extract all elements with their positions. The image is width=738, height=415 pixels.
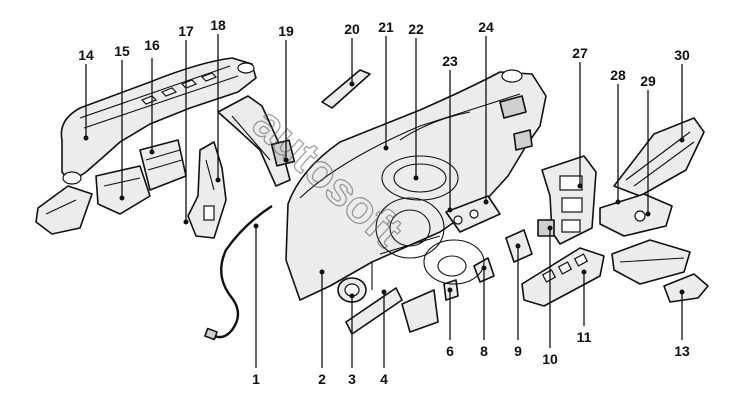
bracket-part <box>187 141 227 239</box>
strut-part <box>217 95 296 187</box>
leader-dots <box>83 81 685 299</box>
callout-21: 21 <box>378 19 394 35</box>
callout-9: 9 <box>514 343 522 359</box>
callout-20: 20 <box>344 21 360 37</box>
leader-lines <box>85 34 683 368</box>
vent-panel-part <box>521 247 605 307</box>
callout-2: 2 <box>318 371 326 387</box>
callout-10: 10 <box>542 351 558 367</box>
callout-30: 30 <box>674 47 690 63</box>
callout-3: 3 <box>348 371 356 387</box>
console-frame-part <box>537 155 597 245</box>
callout-29: 29 <box>640 73 656 89</box>
glovebox-assembly <box>599 117 709 303</box>
callout-11: 11 <box>577 329 592 345</box>
cable-part <box>213 204 273 339</box>
callout-labels: 14 15 16 17 18 19 20 21 22 23 24 27 28 2… <box>78 17 690 387</box>
main-dashboard <box>285 69 547 301</box>
callout-8: 8 <box>480 343 488 359</box>
callout-15: 15 <box>114 43 130 59</box>
callout-18: 18 <box>210 17 226 33</box>
callout-14: 14 <box>78 47 94 63</box>
callout-19: 19 <box>278 23 294 39</box>
callout-28: 28 <box>610 67 626 83</box>
callout-27: 27 <box>572 45 588 61</box>
callout-24: 24 <box>478 19 494 35</box>
upper-duct-assembly <box>35 57 257 235</box>
callout-4: 4 <box>380 371 388 387</box>
callout-23: 23 <box>442 53 458 69</box>
cable-connector <box>204 327 218 341</box>
callout-1: 1 <box>252 371 260 387</box>
callout-22: 22 <box>408 21 424 37</box>
callout-16: 16 <box>144 37 160 53</box>
callout-17: 17 <box>178 23 194 39</box>
callout-6: 6 <box>446 343 454 359</box>
callout-13: 13 <box>674 343 690 359</box>
small-bar-part <box>321 69 371 109</box>
